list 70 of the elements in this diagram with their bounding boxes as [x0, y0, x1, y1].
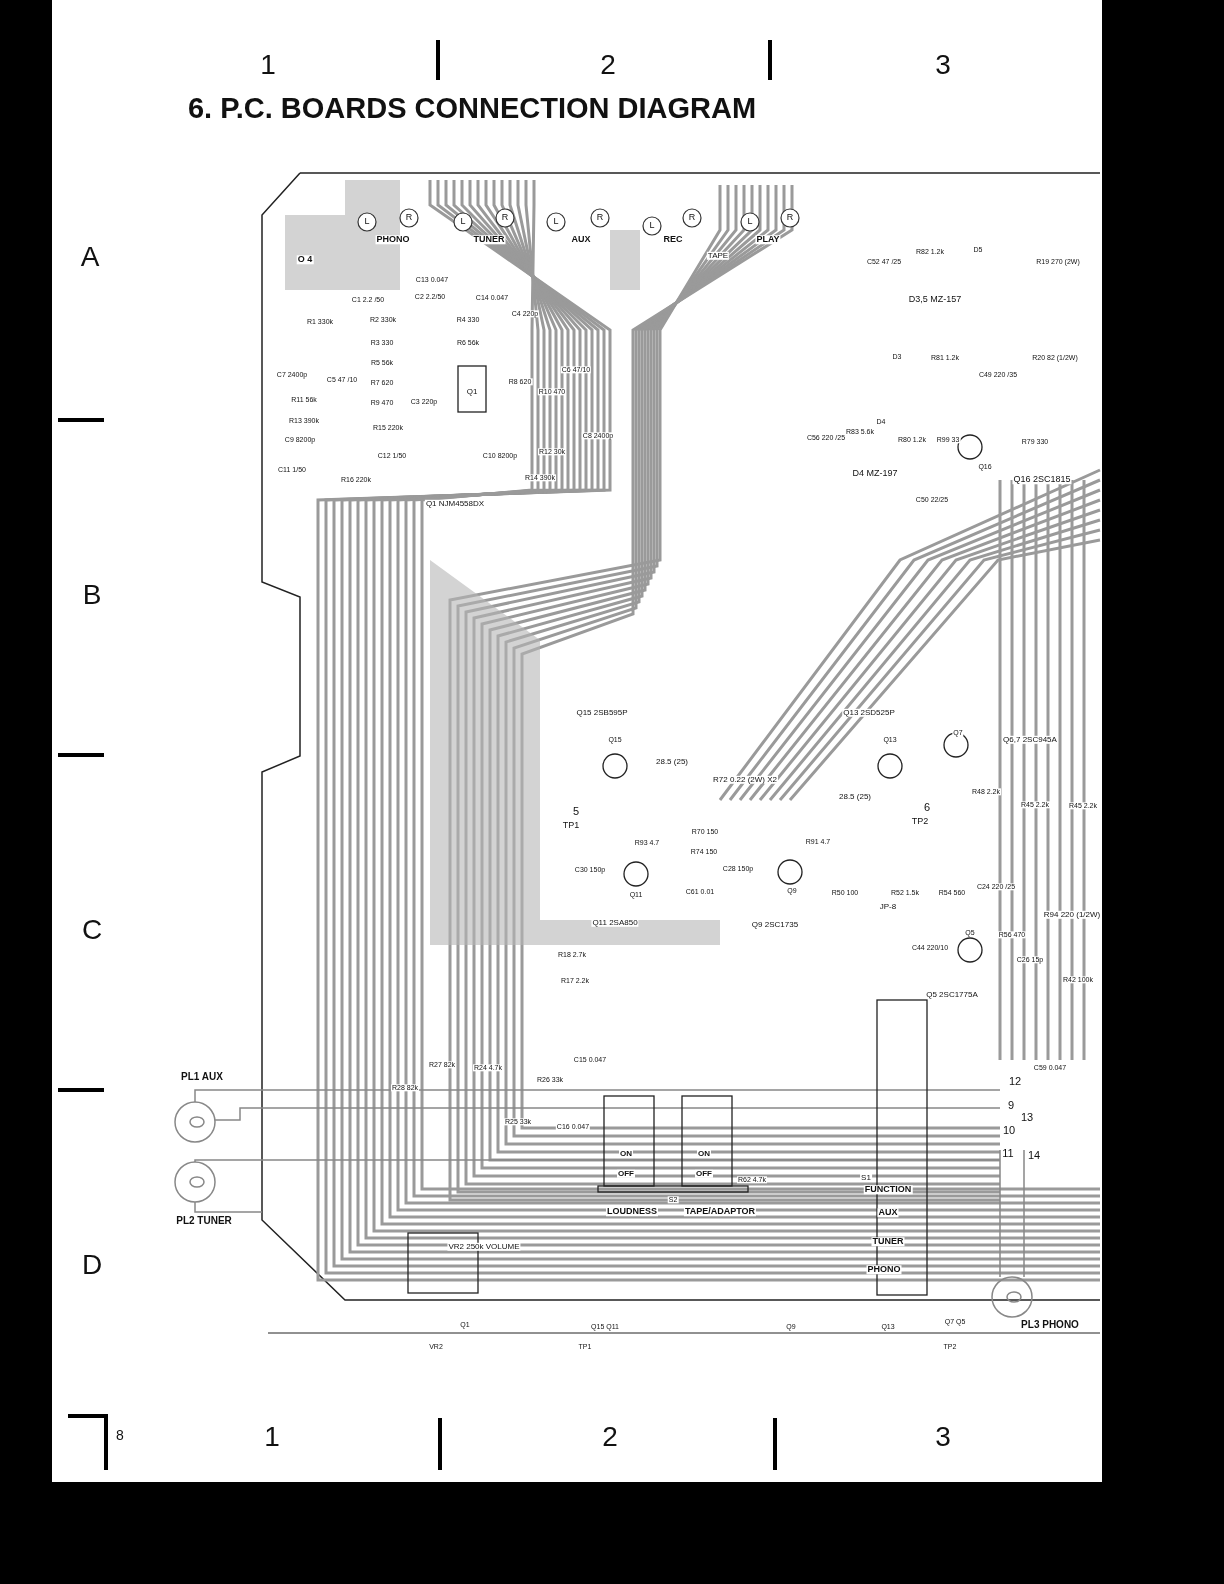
- pad-marking: R: [687, 213, 697, 223]
- pad-marking: L: [648, 221, 656, 231]
- switch-position-label: AUX: [877, 1208, 899, 1218]
- terminal-number: 9: [1006, 1100, 1016, 1112]
- pad-marking: L: [746, 217, 754, 227]
- pad-marking: R: [785, 213, 795, 223]
- grid-column-number: 3: [935, 50, 951, 80]
- component-label: D3,5 MZ-157: [907, 295, 963, 305]
- terminal-number: 14: [1026, 1150, 1042, 1162]
- switch-label: FUNCTION: [863, 1185, 913, 1195]
- terminal-number: 12: [1007, 1076, 1023, 1088]
- test-point-label: TP2: [910, 817, 930, 827]
- page-number: 8: [115, 1427, 125, 1443]
- component-label: R72 0.22 (2W) X2: [712, 775, 778, 785]
- connector-label: PL3 PHONO: [1020, 1319, 1080, 1331]
- component-label: D4 MZ-197: [851, 469, 899, 479]
- test-point-number: 5: [571, 806, 581, 818]
- grid-row-letter: C: [81, 915, 103, 945]
- switch-position-label: PHONO: [866, 1265, 902, 1275]
- component-label: JP-8: [878, 902, 898, 912]
- component-label: S1: [860, 1173, 872, 1183]
- pad-marking: L: [363, 217, 371, 227]
- connector-label: REC: [662, 235, 684, 245]
- pad-marking: L: [459, 217, 467, 227]
- connector-label: TUNER: [472, 235, 506, 245]
- grid-column-number: 2: [602, 1422, 618, 1452]
- switch-position-label: TUNER: [871, 1237, 905, 1247]
- connector-label: PLAY: [755, 235, 781, 245]
- test-point-number: 6: [922, 802, 932, 814]
- grid-row-letter: A: [80, 242, 100, 272]
- component-label: Q5 2SC1775A: [925, 990, 979, 1000]
- component-label: Q9 2SC1735: [750, 920, 800, 930]
- pad-marking: R: [404, 213, 414, 223]
- component-label: Q16 2SC1815: [1012, 475, 1072, 485]
- pad-marking: R: [595, 213, 605, 223]
- pad-marking: R: [500, 213, 510, 223]
- connector-label: AUX: [570, 235, 592, 245]
- pad-marking: L: [552, 217, 560, 227]
- connector-label: O 4: [296, 255, 314, 265]
- component-label: R94 220 (1/2W): [1042, 910, 1102, 920]
- test-voltage: 28.5 (25): [838, 792, 872, 802]
- grid-column-number: 3: [935, 1422, 951, 1452]
- grid-column-number: 1: [264, 1422, 280, 1452]
- connector-label: PHONO: [375, 235, 411, 245]
- component-label: Q1: [465, 387, 479, 397]
- switch-label: TAPE/ADAPTOR: [683, 1207, 757, 1217]
- connector-label: PL2 TUNER: [175, 1215, 233, 1227]
- grid-row-letter: D: [81, 1250, 103, 1280]
- component-label: Q15 2SB595P: [575, 708, 629, 718]
- test-point-label: TP1: [561, 821, 581, 831]
- test-voltage: 28.5 (25): [655, 757, 689, 767]
- component-label: Q13 2SD525P: [842, 708, 896, 718]
- switch-label: LOUDNESS: [606, 1207, 658, 1217]
- connector-group-label: TAPE: [706, 251, 730, 261]
- terminal-number: 13: [1019, 1112, 1035, 1124]
- switch-position-label: ON: [619, 1149, 633, 1159]
- grid-column-number: 1: [260, 50, 276, 80]
- component-label: Q6,7 2SC945A: [1002, 735, 1058, 745]
- grid-row-letter: B: [82, 580, 102, 610]
- switch-position-label: OFF: [695, 1169, 713, 1179]
- switch-position-label: ON: [697, 1149, 711, 1159]
- diagram-title: 6. P.C. BOARDS CONNECTION DIAGRAM: [187, 92, 757, 124]
- terminal-number: 11: [1001, 1148, 1015, 1160]
- component-label: Q11 2SA850: [591, 918, 639, 928]
- grid-column-number: 2: [600, 50, 616, 80]
- terminal-number: 10: [1001, 1125, 1017, 1137]
- component-label: Q1 NJM4558DX: [424, 499, 486, 509]
- component-label: VR2 250k VOLUME: [447, 1242, 521, 1252]
- switch-position-label: OFF: [617, 1169, 635, 1179]
- connector-label: PL1 AUX: [180, 1071, 224, 1083]
